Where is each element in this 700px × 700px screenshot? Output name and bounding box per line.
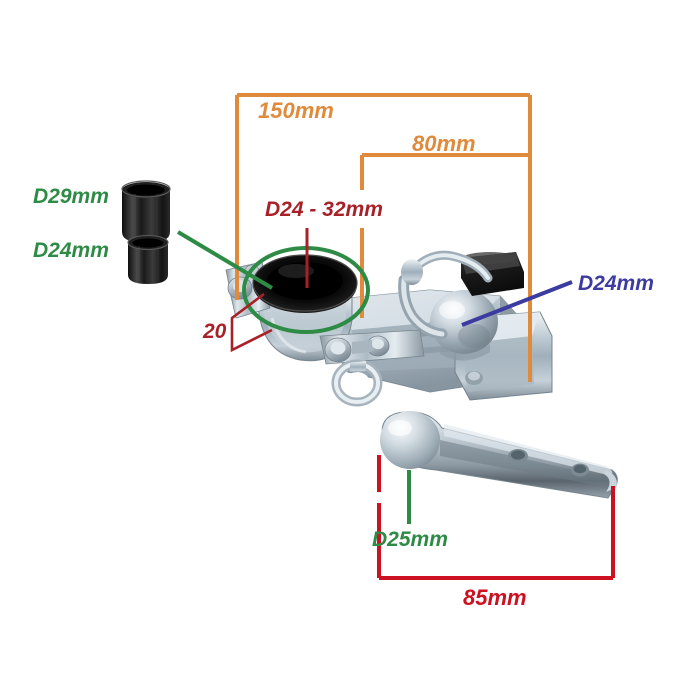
leader-line-bushings xyxy=(176,230,274,290)
label-length-85mm: 85mm xyxy=(463,585,527,610)
black-bushing-29mm xyxy=(121,180,171,243)
label-length-80mm: 80mm xyxy=(412,131,476,156)
clamp-bolt-bar xyxy=(319,329,425,365)
black-bushing-24mm xyxy=(127,234,169,284)
label-bushing-d29mm: D29mm xyxy=(33,185,109,208)
tow-ball xyxy=(430,290,498,361)
label-length-150mm: 150mm xyxy=(258,98,334,123)
eye-bolt-ring xyxy=(331,359,383,407)
label-pin-d25mm: D25mm xyxy=(372,528,448,551)
label-bore-d24-32mm: D24 - 32mm xyxy=(265,198,383,221)
coupling-lever-handle xyxy=(398,250,493,340)
label-ball-d24mm: D24mm xyxy=(578,272,654,295)
label-bushing-d24mm: D24mm xyxy=(33,239,109,262)
leader-line-ball xyxy=(461,280,573,327)
dimension-line-85mm xyxy=(377,455,615,580)
label-thickness-20: 20 xyxy=(203,320,227,343)
leader-bracket-20 xyxy=(230,292,273,353)
hitch-pin-shank xyxy=(380,411,618,499)
